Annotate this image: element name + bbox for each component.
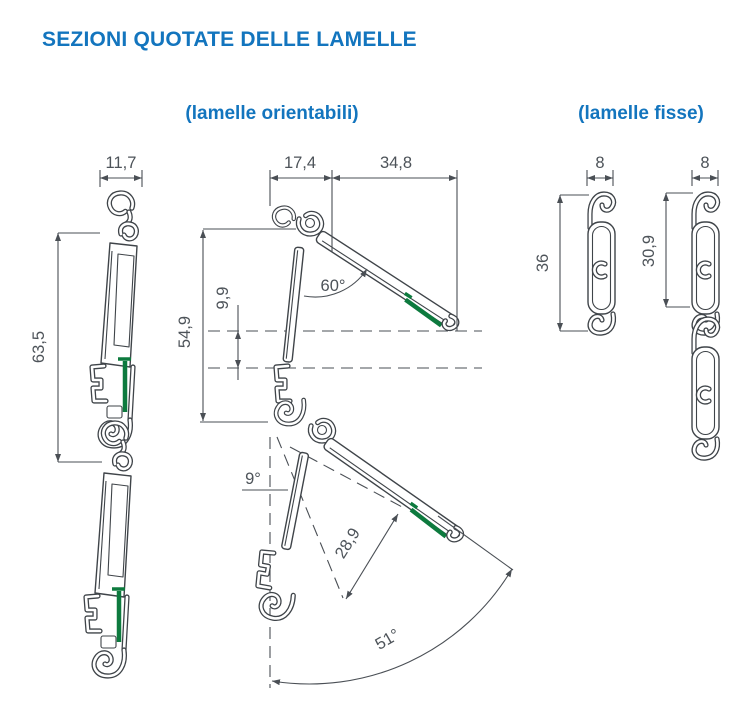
- dim-open-slat-projection: 34,8: [332, 154, 457, 181]
- subtitle-lamelle-orientabili: (lamelle orientabili): [185, 103, 359, 124]
- dim-tilt-angle-9: 9°: [242, 470, 288, 491]
- open-slats-drawing: 17,4 34,8 54,9 9,9 60°: [176, 154, 514, 688]
- dim-label-overlap-drop: 9,9: [214, 287, 232, 310]
- dim-closed-pitch: 63,5: [30, 232, 102, 463]
- fixed-slat-single: [588, 194, 615, 333]
- dim-label-slat-projection: 34,8: [380, 154, 412, 172]
- dim-open-vertical-pitch: 54,9: [176, 228, 296, 423]
- dim-fixed1-height: 36: [534, 194, 589, 332]
- hinge-pin: [304, 217, 316, 229]
- dim-label-swing-angle: 51°: [372, 626, 403, 654]
- dim-fixed2-height: 30,9: [640, 192, 693, 308]
- open-slat-9deg: [256, 419, 465, 621]
- dim-travel-28-9: 28,9: [332, 513, 399, 600]
- dim-label-vertical-pitch: 54,9: [176, 316, 194, 348]
- subtitle-lamelle-fisse: (lamelle fisse): [578, 103, 704, 124]
- page-title: SEZIONI QUOTATE DELLE LAMELLE: [42, 28, 417, 51]
- dim-label-open-angle: 60°: [321, 277, 346, 295]
- dim-fixed2-width: 8: [691, 154, 719, 186]
- dim-open-hinge-offset: 17,4: [269, 154, 458, 331]
- dim-label-hinge-offset: 17,4: [284, 154, 316, 172]
- closed-slats-drawing: 11,7 63,5: [30, 154, 143, 676]
- closed-slat-profile-bottom: [86, 421, 131, 676]
- dim-label-tilt-angle: 9°: [245, 470, 261, 488]
- dim-open-angle-60: 60°: [303, 268, 368, 298]
- swing-reference-line: [276, 436, 344, 599]
- dim-label-fixed1-height: 36: [534, 254, 552, 272]
- dim-label-travel: 28,9: [332, 525, 364, 562]
- closed-slat-profile-top: [92, 191, 137, 446]
- dim-label-closed-width: 11,7: [106, 154, 137, 172]
- dim-closed-width: 11,7: [99, 154, 143, 187]
- dim-label-fixed2-height: 30,9: [640, 235, 658, 267]
- fixed-slat-pair-bottom: [692, 319, 719, 458]
- fixed-slats-drawing: 8 36 8 30,9: [534, 154, 719, 458]
- dim-label-fixed1-width: 8: [595, 154, 604, 172]
- open-slat-60deg: [272, 205, 460, 424]
- dim-open-overlap-drop: 9,9: [214, 287, 241, 380]
- dim-swing-angle-51: 51°: [271, 515, 514, 686]
- hinge-pin: [316, 424, 328, 436]
- dim-label-fixed2-width: 8: [700, 154, 709, 172]
- slat-plane-reference-line: [289, 446, 405, 509]
- fixed-slat-pair-top: [692, 194, 719, 333]
- dim-fixed1-width: 8: [586, 154, 614, 186]
- dim-label-closed-pitch: 63,5: [30, 331, 48, 363]
